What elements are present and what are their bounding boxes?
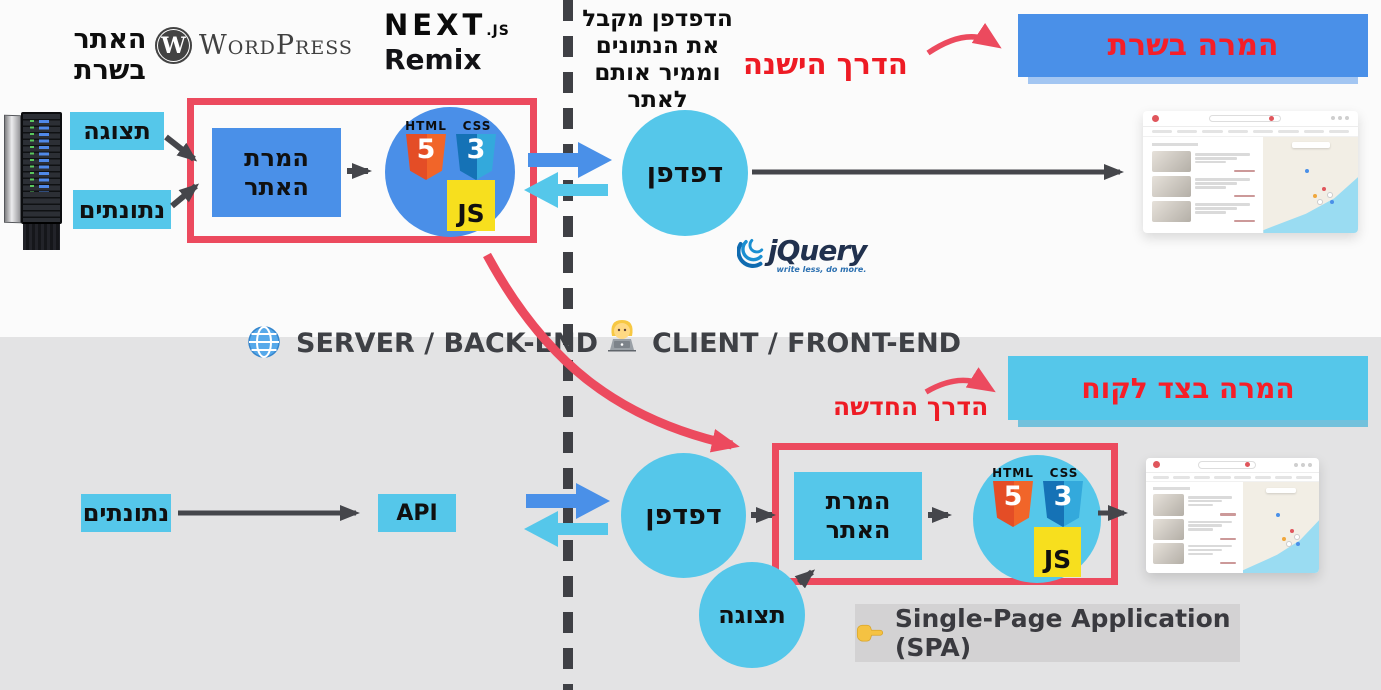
js-icon: JS [1034, 527, 1081, 577]
technologist-icon [603, 316, 641, 354]
jquery-tagline: write less, do more. [776, 265, 867, 274]
client-zone-label: CLIENT / FRONT-END [652, 328, 962, 359]
screenshot-header [1143, 111, 1358, 127]
next-wordmark: NEXT [384, 8, 487, 42]
screenshot-account [1294, 462, 1313, 467]
globe-icon [246, 324, 282, 360]
screenshot-logo [1151, 114, 1159, 122]
server-rack-image [4, 112, 64, 252]
jquery-icon [737, 238, 764, 268]
css-label: CSS [462, 119, 492, 133]
server-rack-door [4, 114, 21, 224]
browser-circle-server: דפדפן [622, 110, 748, 236]
screenshot-searchbar [1209, 114, 1281, 123]
server-banner-shadow [1028, 76, 1358, 84]
css3-icon: 3 [456, 134, 496, 180]
browser-note: הדפדפן מקבל את הנתונים וממיר אותם לאתר [582, 6, 733, 113]
tech-stack-circle-server: HTML CSS 5 3 JS [385, 107, 515, 237]
css3-icon: 3 [1043, 481, 1083, 527]
view-circle-client: תצוגה [699, 562, 805, 668]
html5-icon: 5 [993, 481, 1033, 527]
client-banner-shadow [1018, 419, 1368, 427]
jquery-wordmark: jQuery [768, 234, 867, 267]
js-icon: JS [447, 180, 495, 231]
html-label: HTML [405, 119, 447, 133]
pointing-hand-icon [856, 624, 883, 642]
jquery-logo: jQuery write less, do more. [737, 234, 867, 274]
screenshot-listings [1143, 137, 1263, 233]
screenshot-filterbar [1143, 127, 1358, 137]
server-zone-label: SERVER / BACK-END [296, 328, 598, 359]
server-conversion-banner: המרה בשרת [1018, 14, 1368, 77]
next-js-suffix: .JS [486, 23, 510, 39]
website-screenshot-server [1143, 111, 1358, 233]
wordpress-logo: W WordPress [155, 27, 353, 64]
old-way-label: הדרך הישנה [743, 47, 908, 81]
server-rack-vent [23, 222, 60, 250]
html5-icon: 5 [406, 134, 446, 180]
client-conversion-banner: המרה בצד לקוח [1008, 356, 1368, 420]
tech-stack-circle-client: HTML CSS 5 3 JS [973, 455, 1101, 583]
html-label: HTML [992, 466, 1034, 480]
site-conversion-box-client: המרת האתר [794, 472, 922, 560]
wordpress-wordmark: WordPress [199, 30, 353, 61]
website-screenshot-client [1146, 458, 1319, 573]
server-rack-body [21, 112, 62, 224]
screenshot-map [1242, 482, 1319, 573]
screenshot-listings [1146, 482, 1243, 573]
screenshot-filterbar [1146, 473, 1319, 483]
nextjs-logo: NEXT.JS [384, 8, 510, 42]
screenshot-searchbar [1198, 461, 1256, 469]
css-label: CSS [1049, 466, 1079, 480]
screenshot-map [1263, 136, 1358, 233]
conversion-red-frame-server [187, 98, 537, 243]
data-box-server: נתונתים [73, 190, 171, 229]
screenshot-header [1146, 458, 1319, 473]
wordpress-icon: W [155, 27, 192, 64]
screenshot-logo [1152, 461, 1160, 469]
site-conversion-box-server: המרת האתר [212, 128, 341, 217]
screenshot-account [1331, 116, 1350, 121]
new-way-label: הדרך החדשה [833, 392, 989, 421]
browser-circle-client: דפדפן [621, 453, 746, 578]
remix-logo: Remix [384, 43, 482, 76]
api-box: API [378, 494, 456, 532]
spa-label: Single-Page Application (SPA) [894, 604, 1231, 662]
site-on-server-label: האתר בשרת [73, 24, 147, 86]
spa-label-box: Single-Page Application (SPA) [855, 604, 1240, 662]
view-box-server: תצוגה [70, 112, 164, 150]
data-box-client: נתונתים [81, 494, 171, 532]
